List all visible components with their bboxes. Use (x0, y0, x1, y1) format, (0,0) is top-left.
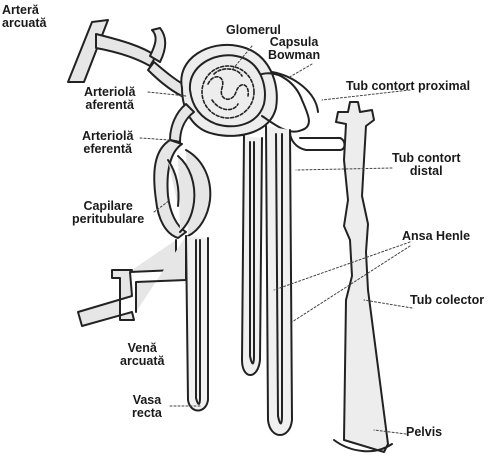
loop-of-henle (242, 126, 292, 435)
label-capilare-peritubulare: Capilare peritubulare (72, 200, 144, 226)
label-ansa-henle: Ansa Henle (402, 230, 470, 243)
label-tub-contort-distal: Tub contort distal (392, 152, 461, 178)
vasa-recta (186, 236, 208, 411)
label-tub-colector: Tub colector (410, 294, 484, 307)
label-arteriola-aferenta: Arteriolă aferentă (84, 86, 135, 112)
peritubular-capillaries (154, 140, 210, 238)
label-vasa-recta: Vasa recta (132, 394, 162, 420)
label-capsula-bowman: Capsula Bowman (268, 36, 320, 62)
efferent-arteriole (170, 104, 194, 142)
label-tub-contort-proximal: Tub contort proximal (346, 80, 470, 93)
label-arteriola-eferenta: Arteriolă eferentă (82, 130, 133, 156)
label-vena-arcuata: Venă arcuată (120, 342, 164, 368)
distal-tubule (290, 132, 345, 150)
label-artera-arcuata: Arteră arcuată (2, 4, 46, 30)
label-pelvis: Pelvis (406, 426, 442, 439)
bowman-capsule (181, 45, 277, 136)
arcuate-vein (78, 236, 186, 326)
